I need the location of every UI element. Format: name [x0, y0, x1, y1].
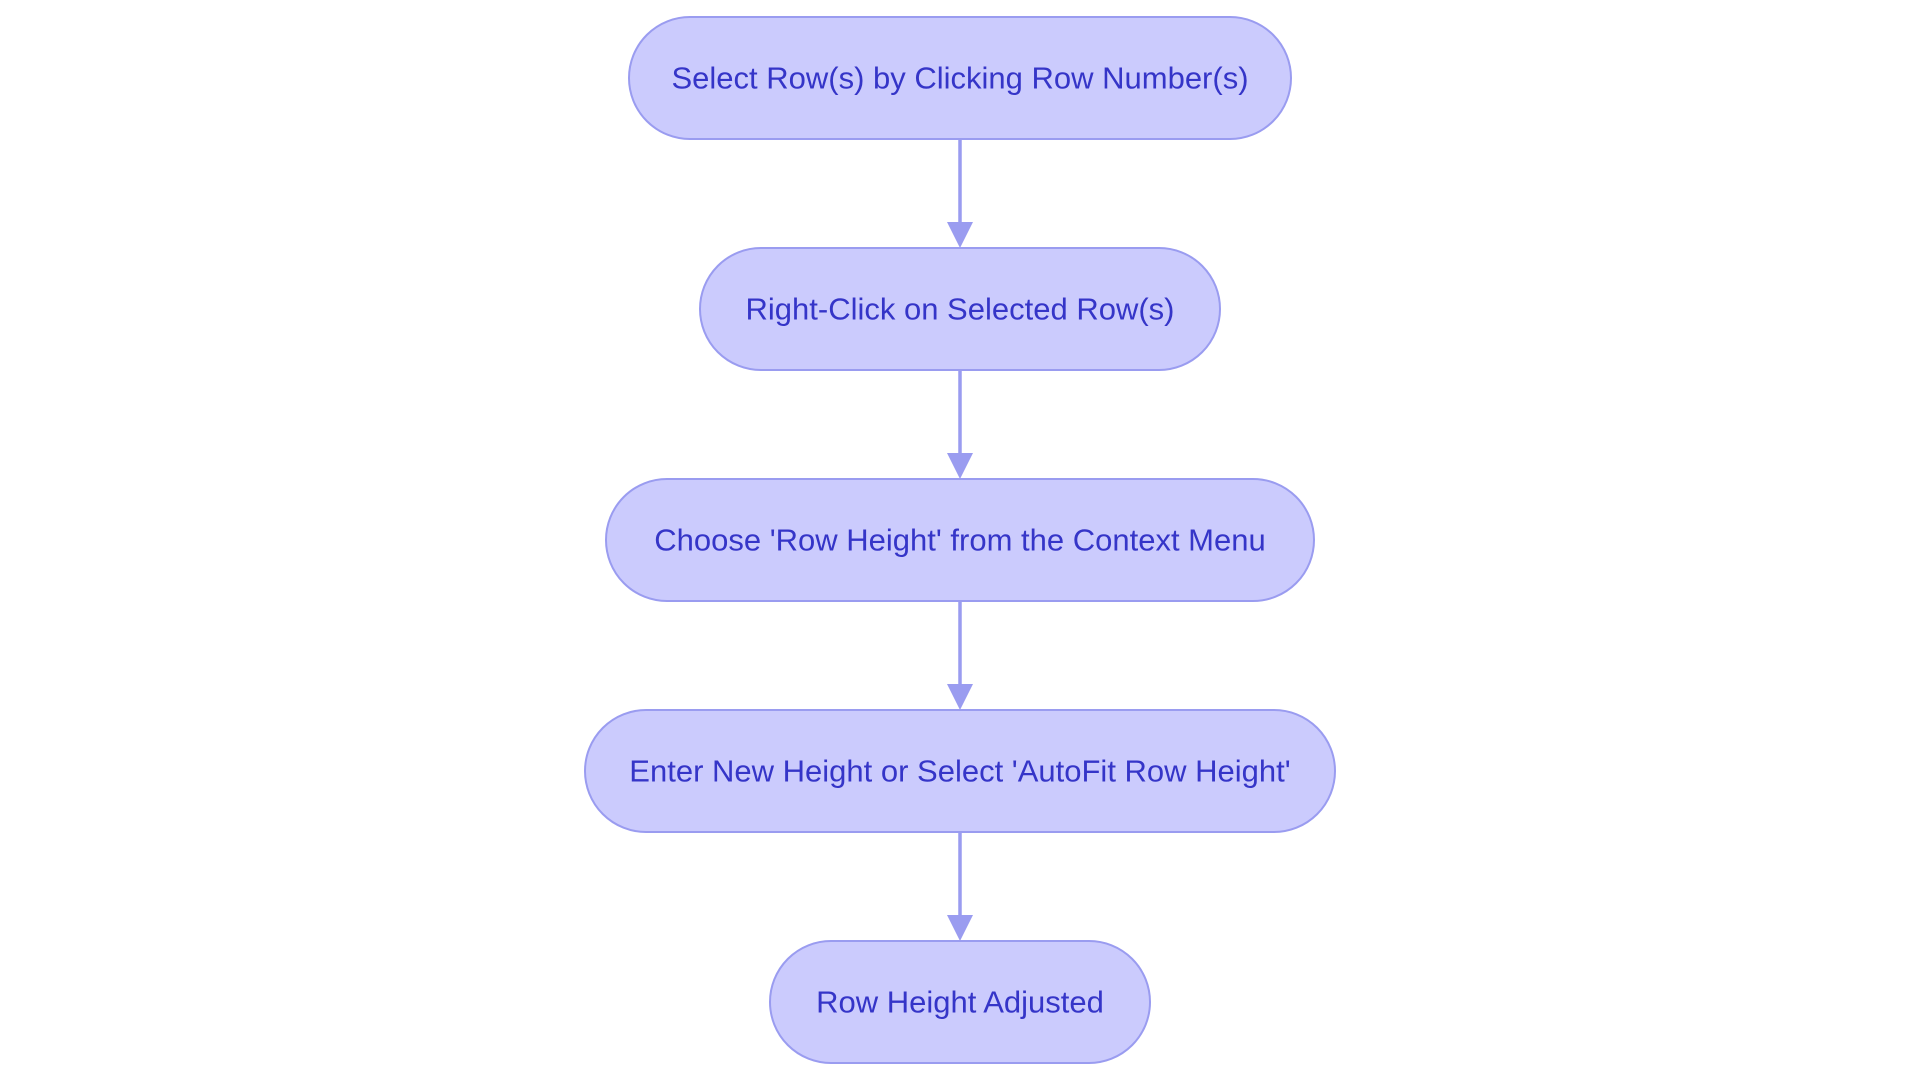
flow-step-label: Enter New Height or Select 'AutoFit Row … [629, 754, 1290, 789]
flow-arrow [947, 832, 973, 941]
flow-step-box [699, 247, 1221, 371]
flow-arrow [947, 139, 973, 248]
arrow-head-icon [947, 453, 973, 479]
flow-step-3: Choose 'Row Height' from the Context Men… [605, 478, 1315, 602]
flow-step-1: Select Row(s) by Clicking Row Number(s) [628, 16, 1292, 140]
arrow-head-icon [947, 684, 973, 710]
flow-step-label: Row Height Adjusted [816, 985, 1104, 1020]
flow-step-5: Row Height Adjusted [769, 940, 1151, 1064]
flow-step-box [584, 709, 1336, 833]
flow-step-label: Select Row(s) by Clicking Row Number(s) [671, 61, 1248, 96]
flowchart-edges [947, 139, 973, 941]
flow-arrow [947, 370, 973, 479]
flow-step-box [605, 478, 1315, 602]
flow-step-box [628, 16, 1292, 140]
flow-step-2: Right-Click on Selected Row(s) [699, 247, 1221, 371]
flow-step-label: Choose 'Row Height' from the Context Men… [654, 523, 1265, 558]
arrow-head-icon [947, 915, 973, 941]
flow-step-box [769, 940, 1151, 1064]
flowchart-nodes: Select Row(s) by Clicking Row Number(s) R… [584, 16, 1336, 1064]
flow-step-4: Enter New Height or Select 'AutoFit Row … [584, 709, 1336, 833]
flow-arrow [947, 601, 973, 710]
flow-step-label: Right-Click on Selected Row(s) [746, 292, 1175, 327]
arrow-head-icon [947, 222, 973, 248]
